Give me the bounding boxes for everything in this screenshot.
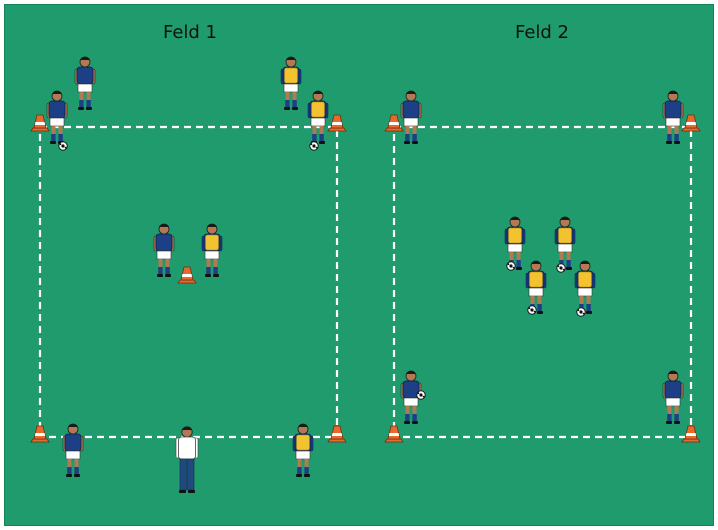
cone-icon xyxy=(328,115,346,131)
player-yellow-icon xyxy=(293,424,313,477)
player-blue-icon xyxy=(663,371,683,424)
cone-icon xyxy=(682,115,700,131)
player-yellow-icon xyxy=(575,261,595,314)
ball-icon xyxy=(577,308,585,316)
player-yellow-icon xyxy=(308,91,328,144)
player-blue-icon xyxy=(401,91,421,144)
player-yellow-icon xyxy=(505,217,525,270)
player-blue-icon xyxy=(154,224,174,277)
ball-icon xyxy=(528,306,536,314)
ball-icon xyxy=(557,264,565,272)
cone-icon xyxy=(31,426,49,442)
player-blue-icon xyxy=(47,91,67,144)
player-yellow-icon xyxy=(202,224,222,277)
cone-icon xyxy=(682,426,700,442)
player-blue-icon xyxy=(63,424,83,477)
cone-icon xyxy=(385,426,403,442)
player-yellow-icon xyxy=(281,57,301,110)
ball-icon xyxy=(310,142,318,150)
cone-icon xyxy=(328,426,346,442)
cone-icon xyxy=(31,115,49,131)
player-yellow-icon xyxy=(555,217,575,270)
player-blue-icon xyxy=(75,57,95,110)
player-yellow-icon xyxy=(526,261,546,314)
ball-icon xyxy=(417,391,425,399)
ball-icon xyxy=(507,262,515,270)
cone-icon xyxy=(385,115,403,131)
ball-icon xyxy=(59,142,67,150)
cone-icon xyxy=(178,267,196,283)
player-blue-icon xyxy=(663,91,683,144)
